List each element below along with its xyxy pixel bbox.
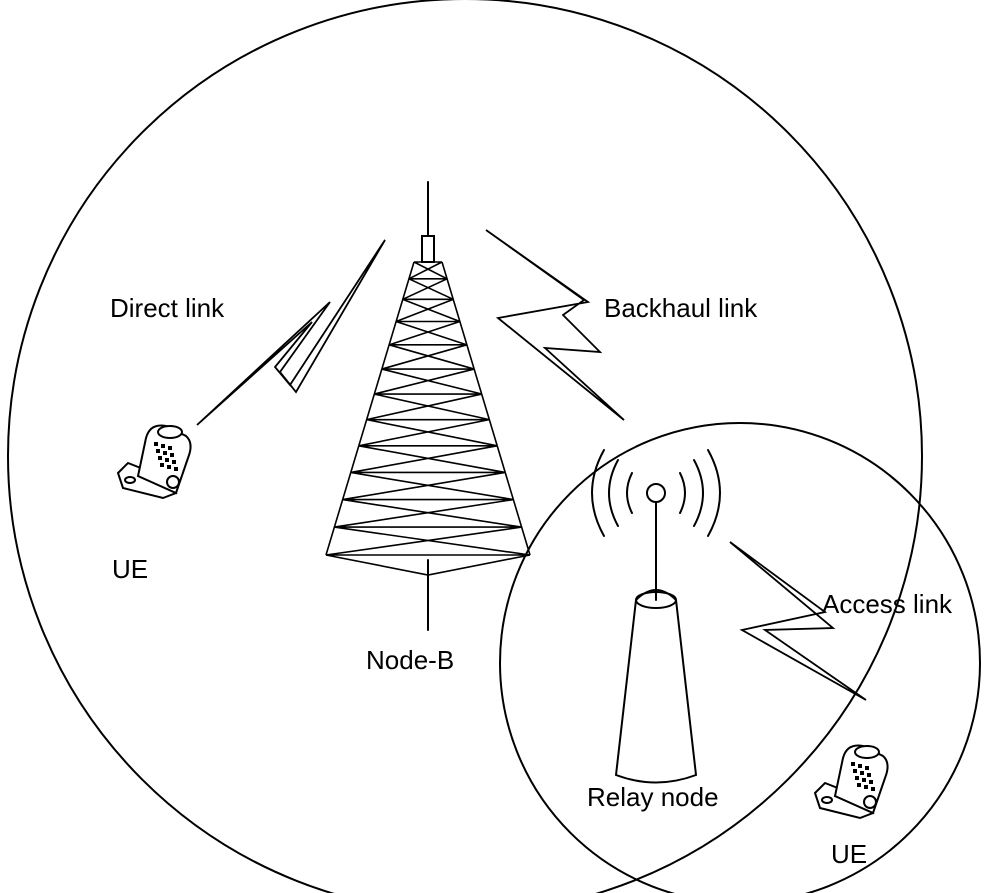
keypad-key bbox=[855, 776, 859, 780]
keypad-key bbox=[862, 778, 866, 782]
keypad-key bbox=[160, 463, 164, 467]
keypad-key bbox=[168, 446, 172, 450]
keypad-key bbox=[865, 766, 869, 770]
keypad-key bbox=[871, 787, 875, 791]
direct-link-label: Direct link bbox=[110, 293, 225, 323]
keypad-key bbox=[851, 762, 855, 766]
keypad-key bbox=[154, 442, 158, 446]
keypad-key bbox=[161, 444, 165, 448]
tower-icon bbox=[325, 181, 531, 631]
backhaul-link-bolt-icon bbox=[485, 229, 625, 421]
node-b-coverage-circle bbox=[7, 0, 923, 893]
keypad-key bbox=[156, 449, 160, 453]
relay-coverage-circle bbox=[499, 422, 981, 893]
keypad-key bbox=[170, 453, 174, 457]
keypad-key bbox=[867, 773, 871, 777]
phone-icon bbox=[116, 424, 192, 500]
access-link-bolt-icon bbox=[729, 541, 867, 701]
node-b-label: Node-B bbox=[366, 645, 454, 675]
relay-node-label: Relay node bbox=[587, 782, 719, 812]
keypad-key bbox=[857, 783, 861, 787]
direct-link-bolt-icon bbox=[196, 239, 386, 426]
keypad-key bbox=[174, 467, 178, 471]
keypad-key bbox=[864, 785, 868, 789]
backhaul-link-label: Backhaul link bbox=[604, 293, 758, 323]
keypad-key bbox=[158, 456, 162, 460]
keypad-key bbox=[860, 771, 864, 775]
access-link-label: Access link bbox=[822, 589, 953, 619]
keypad-key bbox=[869, 780, 873, 784]
keypad-key bbox=[167, 465, 171, 469]
relay-node-icon bbox=[591, 449, 721, 784]
keypad-key bbox=[853, 769, 857, 773]
ue-left-label: UE bbox=[112, 554, 148, 584]
keypad-key bbox=[163, 451, 167, 455]
keypad-key bbox=[165, 458, 169, 462]
phone-icon bbox=[813, 744, 889, 820]
keypad-key bbox=[172, 460, 176, 464]
keypad-key bbox=[858, 764, 862, 768]
ue-right-label: UE bbox=[831, 839, 867, 869]
